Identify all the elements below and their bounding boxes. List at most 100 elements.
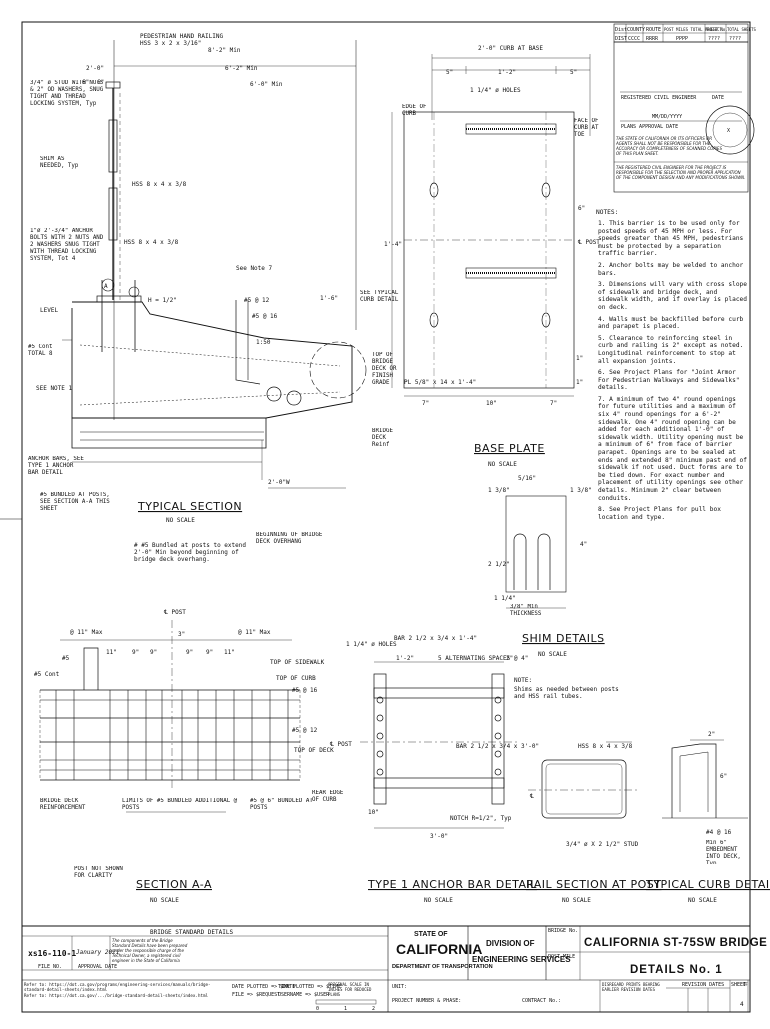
base-plate-drawing [391, 54, 591, 397]
note-item: 5. Clearance to reinforcing steel in cur… [598, 334, 744, 365]
bp-edge-curb-wrap: EDGE OF CURB [402, 104, 427, 117]
bp-curb-base: 2'-0" CURB AT BASE [478, 45, 543, 52]
bp-post: ℄ POST [577, 239, 600, 246]
title-block [22, 925, 750, 1012]
hdr-label-postmiles: POST MILES TOTAL PROJECT [664, 27, 722, 32]
aa-limits: LIMITS OF #5 BUNDLED ADDITIONAL @ POSTS [122, 798, 238, 811]
rail-section-scale: NO SCALE [562, 897, 591, 904]
bp-d7a: 7" [422, 400, 429, 407]
aa-max-a: @ 11" Max [70, 629, 103, 636]
bp-edge-curb: EDGE OF CURB [402, 104, 427, 117]
tb-orig-scale: ORIGINAL SCALE IN INCHES FOR REDUCED PLA… [328, 982, 372, 997]
shim-d1-1-4: 1 1/4" [494, 595, 516, 602]
tb-statement: The components of the Bridge Standard De… [112, 938, 188, 963]
bp-face-curb: FACE OF CURB AT TOE [574, 118, 599, 138]
aa-d9d: 9" [206, 649, 213, 656]
note-item: 8. See Project Plans for pull box locati… [598, 506, 721, 521]
aa-deck-reinf-wrap: BRIDGE DECK REINFORCEMENT [40, 798, 85, 811]
lbl-dim-1-6: 1'-6" [320, 295, 338, 302]
tb-sub-title: DETAILS No. 1 [630, 964, 723, 976]
curb-detail-title: TYPICAL CURB DETAIL [645, 878, 770, 891]
tb-date-plotted: DATE PLOTTED => $DATE [232, 984, 295, 990]
rs-hss: HSS 8 x 4 x 3/8 [578, 743, 633, 750]
tb-number: xs16-110-1 [28, 949, 76, 958]
tb-eng-services: ENGINEERING SERVICES [472, 955, 571, 964]
lbl-bolts-wrap: 1"ø 2'-3/4" ANCHOR BOLTS WITH 2 NUTS AND… [30, 228, 103, 262]
hdr-value-postmiles: PPPP [676, 36, 688, 42]
lbl-h-half: H = 1/2" [148, 297, 177, 304]
bp-d1a: 1" [576, 379, 583, 386]
tb-scale-2: 2 [372, 1006, 375, 1012]
typical-section-footnote: # #5 Bundled at posts to extend 2'-0" Mi… [134, 542, 246, 563]
tb-date: January 2021 [75, 949, 119, 956]
stamp-engineer-label: REGISTERED CIVIL ENGINEER [621, 95, 697, 101]
title-block-labels: BRIDGE STANDARD DETAILS xs16-110-1 Janua… [24, 928, 770, 1012]
tb-statement-wrap: The components of the Bridge Standard De… [112, 938, 188, 963]
bp-d1-2: 1'-2" [498, 69, 516, 76]
typical-section-scale: NO SCALE [166, 517, 195, 524]
tb-main-title: CALIFORNIA ST-75SW BRIDGE RAIL [584, 937, 770, 949]
lbl-dim-6b: 6" [97, 79, 104, 86]
rail-section-labels: HSS 8 x 4 x 3/8 ℄ 3/4" ø X 2 1/2" STUD R… [526, 743, 661, 904]
tb-of-label: OF [743, 982, 748, 987]
bp-d5a: 5" [446, 69, 453, 76]
lbl-bundled-wrap: #5 BUNDLED AT POSTS, SEE SECTION A-A THI… [40, 492, 110, 512]
aa-d9a: 9" [132, 649, 139, 656]
note-item: 3. Dimensions will vary with cross slope… [598, 281, 748, 311]
tb-ref-1: Refer to: https://dot.ca.gov/programs/en… [24, 982, 211, 992]
bp-d1-4: 1'-4" [384, 241, 402, 248]
lbl-top-bridge-wrap: TOP OF BRIDGE DECK OR FINISH GRADE [372, 352, 396, 386]
note-item: 2. Anchor bolts may be welded to anchor … [598, 261, 744, 277]
aa-bundled: #5 @ 6" BUNDLED AT POSTS [250, 798, 313, 811]
tb-division-of: DIVISION OF [486, 939, 535, 948]
shim-d1-3-8a: 1 3/8" [488, 487, 510, 494]
lbl-dim-2ft: 2'-0" [86, 65, 104, 72]
lbl-see-note-1: SEE NOTE 1 [36, 385, 73, 392]
aa-d11a: 11" [106, 649, 117, 656]
tb-orig-scale-wrap: ORIGINAL SCALE IN INCHES FOR REDUCED PLA… [328, 982, 372, 997]
lbl-railing: PEDESTRIAN HAND RAILING [140, 33, 223, 40]
ab-bar-b: BAR 2 1/2 x 3/4 x 3'-0" [456, 743, 539, 750]
anchor-bar-drawing [360, 661, 520, 829]
aa-not-shown-wrap: POST NOT SHOWN FOR CLARITY [74, 866, 123, 879]
tb-unit-label: UNIT: [392, 984, 407, 990]
header-table: Dist COUNTY ROUTE POST MILES TOTAL PROJE… [613, 23, 756, 43]
aa-cont: #5 Cont [34, 671, 60, 678]
tb-state-of: STATE OF [414, 931, 448, 938]
lbl-min-6b: 6'-0" Min [250, 81, 283, 88]
section-aa-labels: ℄ POST @ 11" Max @ 11" Max 11" 9" 9" 3" … [34, 609, 334, 904]
seal-mark: X [727, 128, 730, 134]
lbl-railing-size: HSS 3 x 2 x 3/16" [140, 40, 201, 47]
lbl-slope: 1:50 [256, 339, 271, 346]
lbl-curb-detail-wrap: SEE TYPICAL CURB DETAIL [360, 290, 398, 303]
hdr-value-dist: DIST [615, 36, 627, 42]
typical-section-title: TYPICAL SECTION [137, 500, 242, 513]
aa-max-b: @ 11" Max [238, 629, 271, 636]
tb-time-plotted: TIME PLOTTED => $TIME [278, 984, 341, 990]
lbl-bar12: #5 @ 12 [244, 297, 270, 304]
rs-cl: ℄ [529, 793, 534, 800]
shim-details-scale: NO SCALE [538, 651, 567, 658]
typical-section-drawing [62, 40, 367, 489]
tb-file-no-label: FILE NO. [38, 964, 62, 970]
notes-list: 1. This barrier is to be used only for p… [598, 220, 748, 521]
shim-d2-1-2: 2 1/2" [488, 561, 510, 568]
lbl-bridge-reinf-wrap: BRIDGE DECK Reinf [372, 428, 393, 448]
hdr-value-total: ???? [729, 36, 741, 42]
ab-rear-edge-wrap: REAR EDGE OF CURB [312, 790, 343, 803]
aa-not-shown: POST NOT SHOWN FOR CLARITY [74, 866, 123, 879]
tb-ref-2: Refer to: https://dot.ca.gov/.../bridge-… [24, 993, 209, 998]
lbl-begin-overhang-wrap: BEGINNING OF BRIDGE DECK OVERHANG [256, 532, 322, 545]
typical-section-labels: PEDESTRIAN HAND RAILING HSS 3 x 2 x 3/16… [28, 33, 398, 563]
bp-d1b: 1" [576, 355, 583, 362]
ab-spaces: 5 ALTERNATING SPACES @ 4" [438, 655, 528, 662]
tb-bridge-no-label: BRIDGE No. [548, 928, 578, 934]
bp-holes: 1 1/4" ø HOLES [470, 87, 521, 94]
lbl-see-note-7: See Note 7 [236, 265, 273, 272]
note-item: 4. Walls must be backfilled before curb … [598, 315, 744, 331]
tb-sheet-label: SHEET [731, 982, 746, 988]
lbl-stud: 3/4" ø STUD WITH NUTS & 2" OD WASHERS, S… [30, 80, 104, 107]
shim-details-title: SHIM DETAILS [522, 632, 605, 645]
aa-top-sidewalk: TOP OF SIDEWALK [270, 659, 325, 666]
aa-bar12: #5 @ 12 [292, 727, 318, 734]
